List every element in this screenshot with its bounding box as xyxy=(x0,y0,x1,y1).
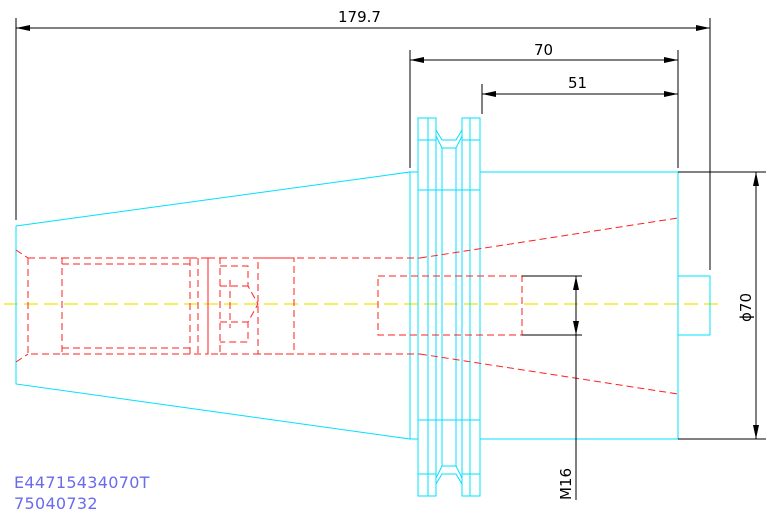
hidden-lines xyxy=(15,217,679,395)
dimension-70 xyxy=(409,50,679,168)
dim-flange-length: 70 xyxy=(534,41,553,59)
dimension-thread xyxy=(522,275,582,500)
part-code-primary: E44715434070T xyxy=(14,473,150,492)
dim-overall-length: 179.7 xyxy=(338,8,381,26)
dimension-179-7 xyxy=(15,18,711,270)
dim-diameter: ϕ70 xyxy=(737,293,755,322)
part-outline xyxy=(15,117,711,497)
dim-thread: M16 xyxy=(557,468,575,500)
part-code-secondary: 75040732 xyxy=(14,494,98,513)
dimension-51 xyxy=(481,84,678,114)
dimension-diameter xyxy=(678,171,766,440)
dim-shank-length: 51 xyxy=(568,74,587,92)
